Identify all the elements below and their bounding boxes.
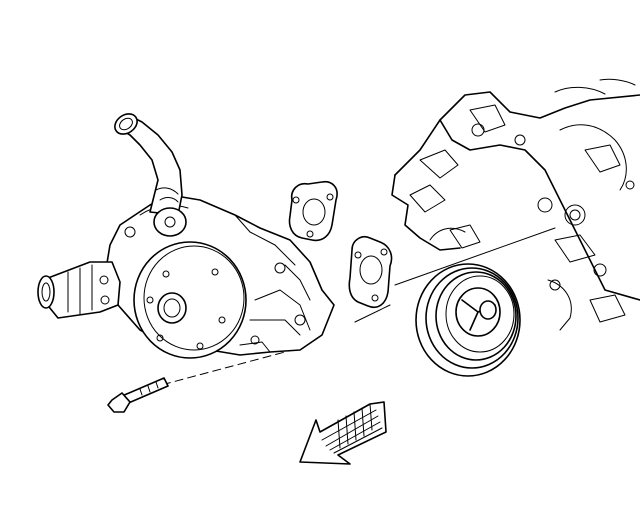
crankshaft-balancer (415, 263, 521, 377)
front-direction-arrow (299, 401, 387, 465)
assembly-lines (149, 227, 556, 389)
lower-gasket (348, 235, 393, 308)
engine-front-cover (391, 78, 640, 331)
pump-pulley-hub (133, 241, 247, 359)
bolt-to-pump-line (149, 347, 301, 389)
upper-gasket (288, 180, 338, 242)
gasket-to-engine-line (394, 227, 556, 286)
pump-inlet-hose-neck (114, 113, 187, 237)
water-pump (37, 113, 335, 359)
pump-bolt (107, 377, 169, 413)
pump-side-outlet (37, 261, 121, 319)
